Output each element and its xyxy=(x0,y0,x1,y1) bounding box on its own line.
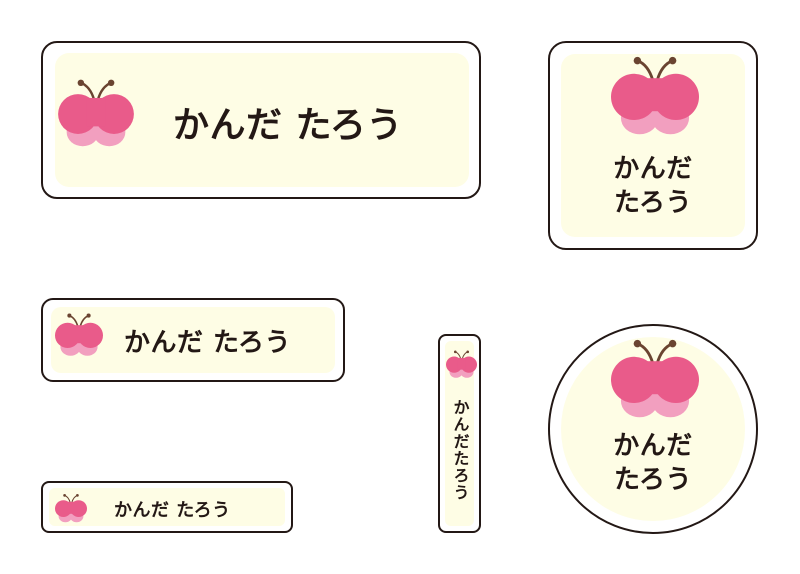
name-label-circle: かんだ たろう xyxy=(548,324,758,534)
name-label-square: かんだ たろう xyxy=(548,41,758,250)
label-background: かんだ たろう xyxy=(561,54,745,237)
label-name: かんだたろう xyxy=(450,399,470,501)
name-label-vertical-strip: かんだたろう xyxy=(438,334,481,533)
label-name: かんだ たろう xyxy=(561,152,745,220)
label-name: かんだ たろう xyxy=(173,105,403,146)
label-background: かんだ たろう xyxy=(51,307,335,373)
label-name: かんだ たろう xyxy=(561,429,745,497)
butterfly-icon xyxy=(446,350,477,380)
butterfly-icon xyxy=(55,313,103,359)
label-name-line2: たろう xyxy=(614,188,692,218)
label-background: かんだ たろう xyxy=(561,337,745,521)
butterfly-icon xyxy=(55,493,87,525)
butterfly-icon xyxy=(611,339,699,423)
name-label-small-rectangle: かんだ たろう xyxy=(41,481,293,533)
label-name-line1: かんだ xyxy=(613,431,693,461)
label-name: かんだ たろう xyxy=(114,500,231,521)
butterfly-icon xyxy=(611,56,699,140)
label-background: かんだ たろう xyxy=(49,488,285,526)
label-background: かんだ たろう xyxy=(55,53,469,187)
name-label-medium-rectangle: かんだ たろう xyxy=(41,298,345,382)
label-background: かんだたろう xyxy=(445,341,474,526)
label-name-line2: たろう xyxy=(614,465,692,495)
name-label-large-rectangle: かんだ たろう xyxy=(41,41,481,199)
label-name-line1: かんだ xyxy=(613,154,693,184)
butterfly-icon xyxy=(58,79,134,151)
label-name: かんだ たろう xyxy=(124,328,291,358)
